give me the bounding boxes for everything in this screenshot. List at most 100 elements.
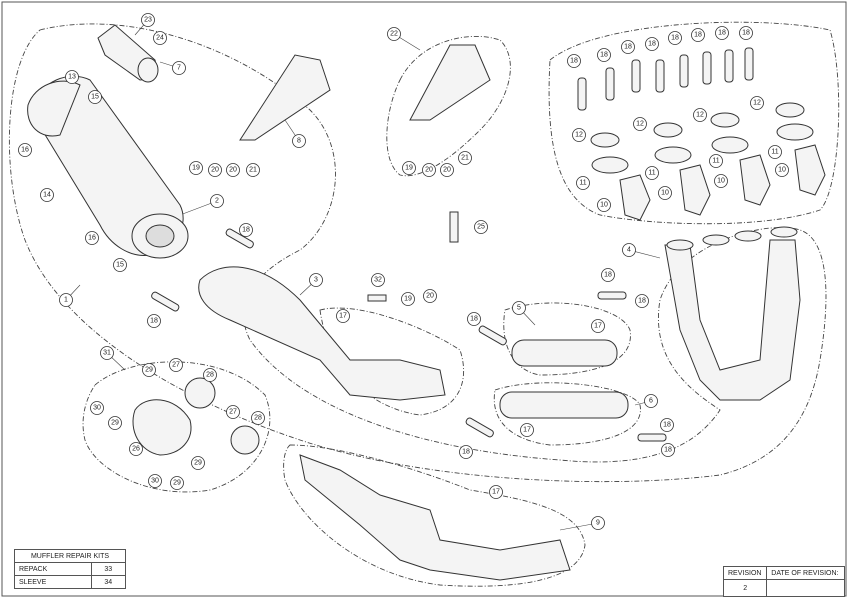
repair-row-value: 33	[90, 562, 126, 576]
callout-bubble	[401, 292, 415, 306]
callout-number: 18	[663, 422, 671, 429]
callout-4: 4	[622, 243, 636, 257]
group-outline-springs	[548, 21, 840, 225]
callout-18: 18	[239, 223, 253, 237]
leader-lines	[59, 19, 661, 531]
callout-bubble	[100, 346, 114, 360]
callout-bubble	[661, 443, 675, 457]
callout-bubble	[422, 163, 436, 177]
callout-bubble	[750, 96, 764, 110]
callout-bubble	[621, 40, 635, 54]
callout-bubble	[474, 220, 488, 234]
callout-bubble	[142, 363, 156, 377]
callout-bubble	[775, 163, 789, 177]
heat-shield	[132, 399, 192, 456]
callout-bubble	[572, 128, 586, 142]
callout-number: 3	[314, 277, 318, 284]
header-flange-1	[666, 239, 694, 251]
callout-bubble	[147, 314, 161, 328]
callout-21: 21	[458, 151, 472, 165]
callout-bubble	[189, 161, 203, 175]
callout-18: 18	[621, 40, 635, 54]
spring-m	[597, 291, 627, 300]
callout-number: 11	[712, 158, 719, 165]
callout-number: 19	[405, 165, 413, 172]
callout-11: 11	[645, 166, 659, 180]
callout-bubble	[129, 442, 143, 456]
callout-number: 11	[771, 149, 778, 156]
callout-number: 17	[594, 323, 602, 330]
callout-bubble	[208, 163, 222, 177]
spring-c	[631, 59, 641, 93]
callout-number: 18	[624, 44, 632, 51]
callout-bubble	[660, 418, 674, 432]
callout-28: 28	[203, 368, 217, 382]
callout-number: 25	[477, 224, 485, 231]
callout-bubble	[191, 456, 205, 470]
callout-bubble	[597, 198, 611, 212]
callout-1: 1	[59, 293, 73, 307]
callout-25: 25	[474, 220, 488, 234]
callout-bubble	[693, 108, 707, 122]
callout-bubble	[458, 151, 472, 165]
flange-11-d	[776, 123, 814, 141]
callout-number: 30	[93, 405, 101, 412]
callout-bubble	[113, 258, 127, 272]
callout-10: 10	[658, 186, 672, 200]
flange-11-a	[591, 156, 629, 174]
callout-number: 20	[211, 167, 219, 174]
callout-bubble	[169, 358, 183, 372]
callout-bubble	[88, 90, 102, 104]
callout-number: 17	[339, 313, 347, 320]
callout-number: 9	[596, 520, 600, 527]
callout-17: 17	[520, 423, 534, 437]
callout-number: 30	[151, 478, 159, 485]
callout-number: 14	[43, 192, 51, 199]
callout-number: 18	[470, 316, 478, 323]
callout-number: 1	[64, 297, 68, 304]
callout-number: 29	[194, 460, 202, 467]
callout-bubble	[210, 194, 224, 208]
flange-11-c	[711, 136, 749, 154]
callout-number: 21	[249, 167, 257, 174]
callout-18: 18	[739, 26, 753, 40]
callout-29: 29	[170, 476, 184, 490]
gasket-12-a	[590, 132, 620, 148]
callout-20: 20	[422, 163, 436, 177]
callout-bubble	[141, 13, 155, 27]
callout-26: 26	[129, 442, 143, 456]
callout-number: 15	[116, 262, 124, 269]
bracket-32	[367, 294, 387, 302]
callout-17: 17	[489, 485, 503, 499]
callout-18: 18	[147, 314, 161, 328]
callout-27: 27	[226, 405, 240, 419]
callout-number: 31	[103, 350, 111, 357]
callout-7: 7	[172, 61, 186, 75]
group-outline-heatshield	[82, 361, 271, 493]
callout-bubble	[90, 401, 104, 415]
callout-number: 6	[649, 398, 653, 405]
callout-23: 23	[141, 13, 155, 27]
callout-number: 13	[68, 74, 76, 81]
callout-10: 10	[597, 198, 611, 212]
callout-number: 24	[156, 35, 164, 42]
callout-18: 18	[601, 268, 615, 282]
callout-15: 15	[113, 258, 127, 272]
callout-bubble	[65, 70, 79, 84]
revision-table: REVISION DATE OF REVISION: 2	[722, 566, 845, 597]
callout-number: 11	[579, 180, 586, 187]
callout-18: 18	[635, 294, 649, 308]
callout-27: 27	[169, 358, 183, 372]
callout-number: 12	[636, 121, 644, 128]
callout-number: 16	[88, 235, 96, 242]
callout-bubble	[226, 163, 240, 177]
date-of-revision-header: DATE OF REVISION:	[766, 566, 845, 580]
callout-bubble	[148, 474, 162, 488]
callout-bubble	[251, 411, 265, 425]
sleeve-10-c	[739, 154, 771, 206]
callout-bubble	[512, 301, 526, 315]
callout-bubble	[520, 423, 534, 437]
